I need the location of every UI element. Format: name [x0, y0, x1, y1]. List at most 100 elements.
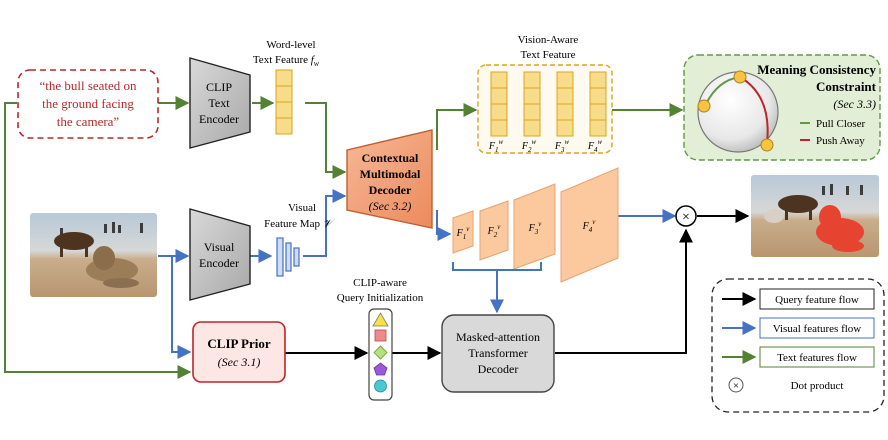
vision-aware-frame	[477, 64, 613, 154]
decoder-line-3: Decoder	[369, 183, 412, 197]
flow-word-feature-to-decoder	[305, 102, 347, 179]
pyramid-label-3: F3v	[528, 220, 543, 236]
query-flow-lines	[285, 209, 750, 360]
visual-encoder-shape	[189, 208, 251, 301]
consistency-title-2: Constraint	[816, 79, 877, 94]
masked-decoder-box	[441, 314, 555, 393]
dot-product-node: ×	[675, 205, 697, 227]
legend-text-label: Text features flow	[777, 352, 857, 364]
text-encoder-line-3: Encoder	[199, 112, 239, 126]
query-init-caption-2: Query Initialization	[337, 292, 424, 304]
prompt-line-1: “the bull seated on	[39, 78, 137, 93]
pyramid-level-4	[560, 167, 619, 283]
legend-dot-circle	[728, 377, 744, 393]
push-away-label: Push Away	[816, 135, 865, 147]
text-encoder-shape	[189, 57, 251, 149]
flow-legend-frame	[711, 278, 885, 413]
masked-decoder-line-3: Decoder	[478, 362, 519, 376]
consistency-sec: (Sec 3.3)	[833, 97, 876, 111]
output-image	[751, 175, 879, 257]
flow-masked-decoder-to-dot	[555, 228, 693, 354]
query-triangle-icon	[372, 312, 389, 327]
visual-feature-map: Visual Feature Map 𝒱	[264, 202, 336, 277]
word-feature-caption-2: Text Feature fw	[253, 54, 320, 68]
word-feature-sub: w	[314, 59, 320, 68]
legend-query-box	[759, 288, 875, 310]
vision-aware-columns	[490, 71, 607, 137]
prompt-line-3: the camera”	[57, 114, 120, 129]
pyramid-label-1: F1v	[456, 225, 471, 241]
clip-prior-box	[192, 321, 286, 383]
pyramid-level-1	[452, 210, 474, 254]
clip-text-encoder: CLIP Text Encoder	[189, 57, 251, 149]
text-encoder-line-2: Text	[208, 96, 230, 110]
flow-legend: Query feature flow Visual features flow …	[711, 278, 885, 413]
flow-decoder-to-vision-aware	[436, 103, 478, 150]
pyramid-label-4: F4v	[582, 218, 597, 234]
pyramid-label-2: F2v	[487, 223, 502, 239]
text-flow-lines	[4, 96, 684, 379]
meaning-consistency-constraint: Meaning Consistency Constraint (Sec 3.3)…	[683, 54, 881, 161]
background-cow	[54, 232, 94, 250]
push-away-arc	[739, 76, 769, 144]
dot-product-circle	[675, 205, 697, 227]
pull-closer-label: Pull Closer	[816, 118, 866, 130]
embedding-point-1	[697, 99, 711, 113]
vision-aware-label-1: F1w	[488, 138, 504, 154]
legend-visual-box	[759, 317, 875, 339]
masked-attention-decoder: Masked-attention Transformer Decoder	[441, 314, 555, 393]
word-feature-symbol: f	[311, 54, 316, 66]
input-image	[30, 213, 157, 297]
pyramid-level-2	[479, 200, 509, 261]
contextual-multimodal-decoder: Contextual Multimodal Decoder (Sec 3.2)	[346, 129, 433, 229]
legend-text-box	[759, 346, 875, 368]
embedding-point-3	[760, 138, 774, 152]
visual-feature-symbol: 𝒱	[323, 218, 336, 230]
visual-flow-lines	[158, 189, 677, 359]
decoder-line-2: Multimodal	[360, 167, 421, 181]
flow-prompt-to-clip-prior	[4, 102, 192, 379]
word-feature-column	[275, 69, 293, 135]
dot-product-symbol: ×	[682, 210, 690, 225]
legend-dot-label: Dot product	[791, 380, 844, 392]
visual-encoder-line-2: Encoder	[199, 256, 239, 270]
vision-aware-caption-1: Vision-Aware	[518, 34, 579, 46]
masked-decoder-line-2: Transformer	[468, 346, 528, 360]
legend-visual-label: Visual features flow	[773, 323, 862, 335]
masked-decoder-line-1: Masked-attention	[456, 330, 540, 344]
word-feature-caption-1: Word-level	[266, 39, 315, 51]
visual-encoder-line-1: Visual	[204, 240, 235, 254]
prompt-line-2: the ground facing	[42, 96, 134, 111]
visual-feature-bars	[276, 237, 300, 277]
vision-aware-caption-2: Text Feature	[520, 49, 575, 61]
visual-feature-caption-2: Feature Map 𝒱	[264, 218, 336, 230]
clip-prior: CLIP Prior (Sec 3.1)	[192, 321, 286, 383]
clip-aware-query-init: CLIP-aware Query Initialization	[337, 277, 424, 401]
query-diamond-icon	[373, 345, 388, 360]
vision-aware-label-4: F4w	[587, 138, 603, 154]
legend-query-label: Query feature flow	[775, 294, 859, 306]
text-encoder-line-1: CLIP	[206, 80, 232, 94]
segmentation-mask	[816, 205, 864, 252]
beach-people	[60, 222, 143, 235]
flow-decoder-to-pyramid	[436, 210, 452, 241]
query-pentagon-icon	[373, 362, 388, 376]
visual-feature-pyramid: F1v F2v F3v F4v	[452, 167, 619, 283]
decoder-line-1: Contextual	[362, 151, 419, 165]
decoder-shape	[346, 129, 433, 229]
embedding-point-2	[733, 70, 747, 84]
query-circle-icon	[374, 379, 387, 393]
pyramid-level-3	[513, 183, 556, 270]
clip-prior-title: CLIP Prior	[207, 336, 270, 351]
vision-aware-text-feature: Vision-Aware Text Feature F1w F2w F3w F4…	[477, 34, 613, 154]
vision-aware-label-2: F2w	[521, 138, 537, 154]
visual-encoder: Visual Encoder	[189, 208, 251, 301]
decoder-sec: (Sec 3.2)	[369, 199, 412, 213]
flow-image-to-clip-prior	[171, 256, 192, 359]
legend-dot-symbol: ×	[733, 380, 739, 392]
prompt-box	[17, 69, 159, 139]
flow-feature-map-to-decoder	[303, 189, 347, 257]
pyramid-brace	[452, 262, 542, 271]
